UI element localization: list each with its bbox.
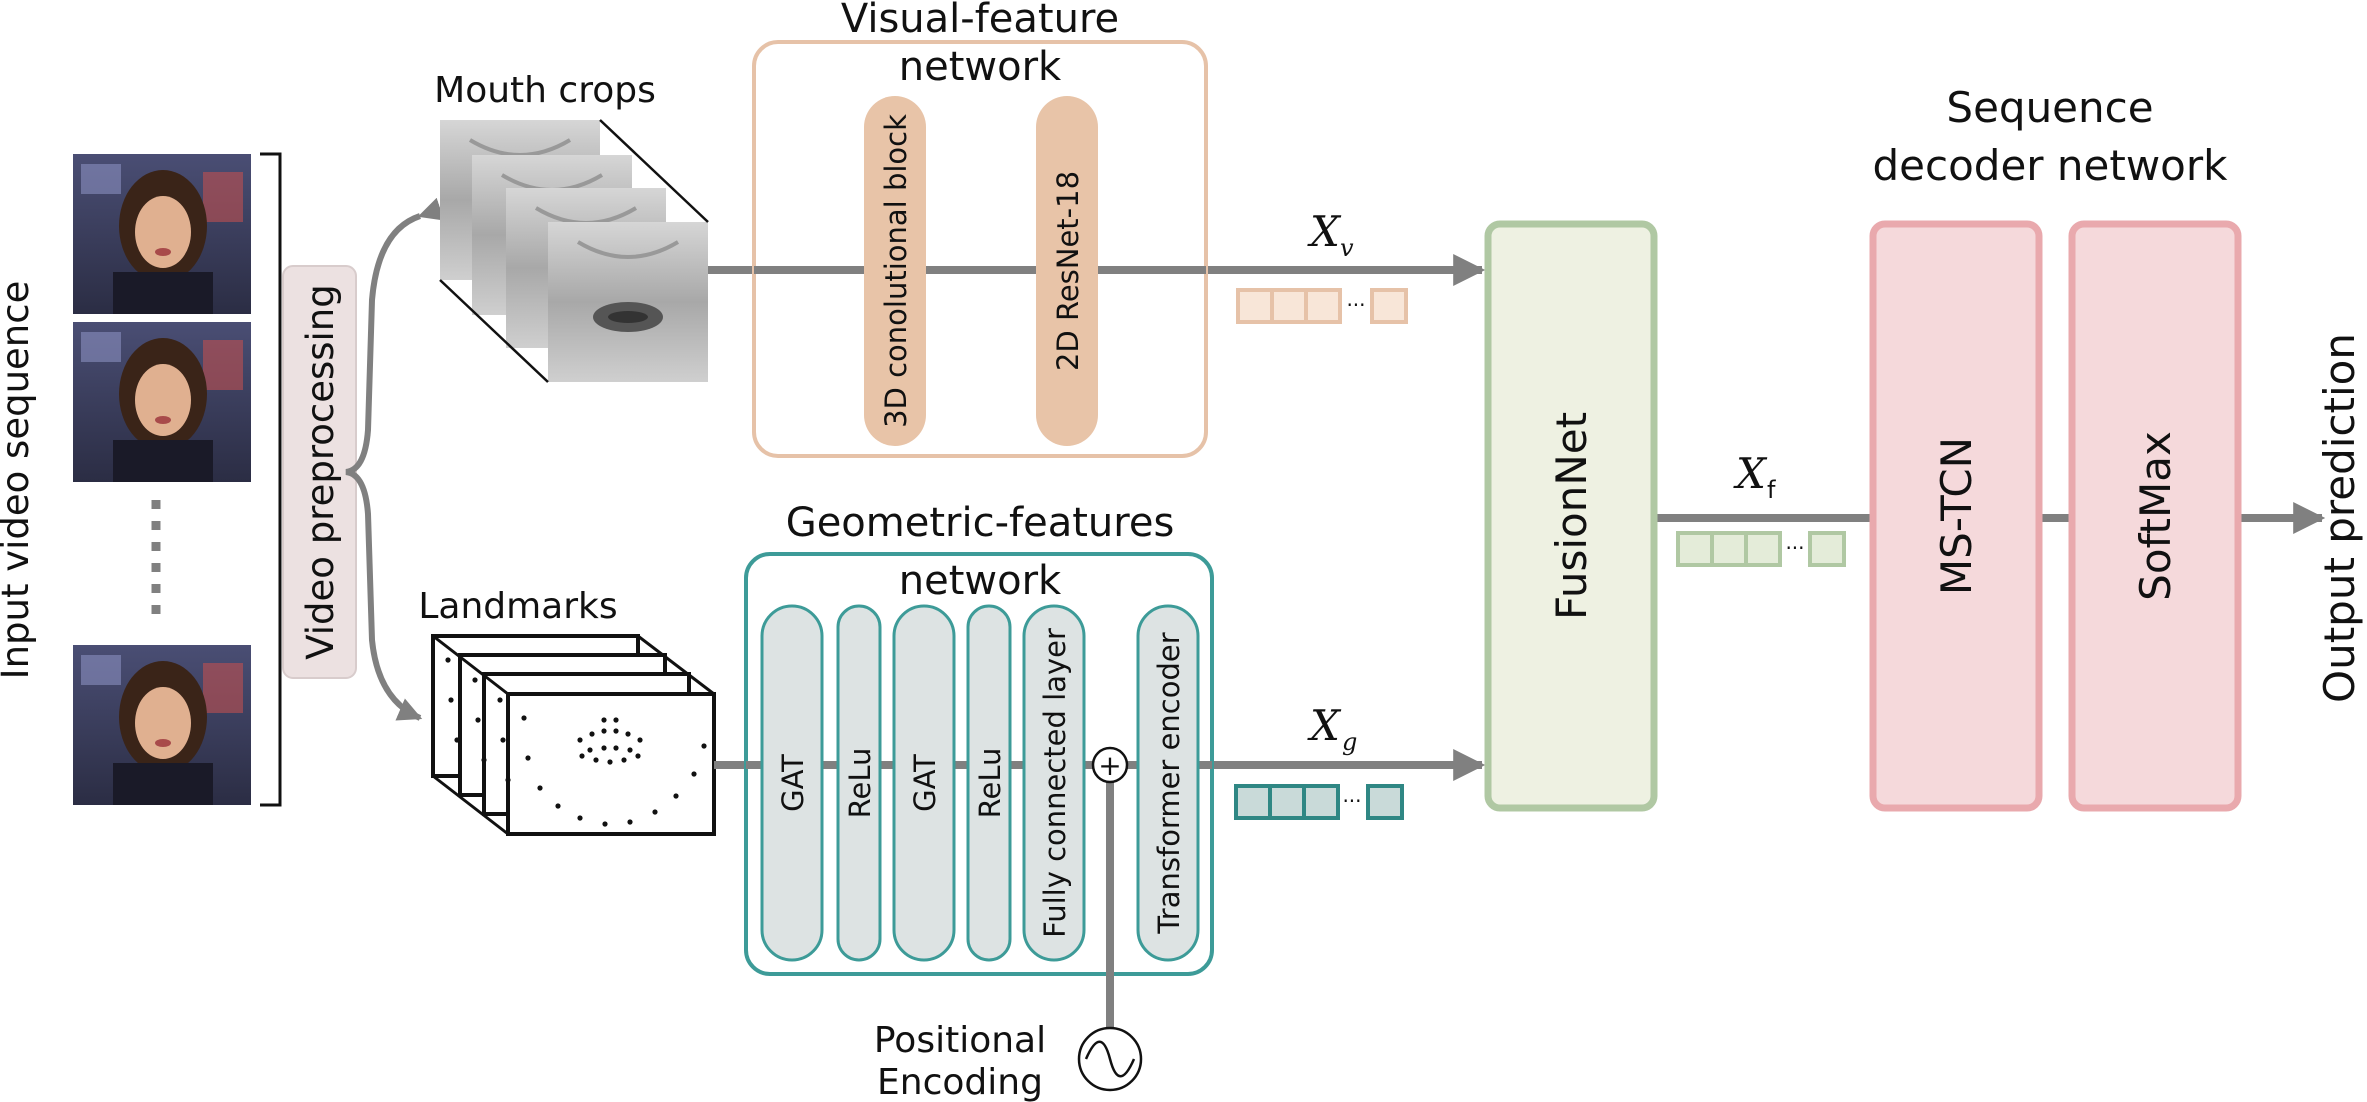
landmark-stack	[431, 634, 716, 836]
mstcn-box	[1869, 220, 2043, 812]
input-video-frame	[73, 645, 251, 805]
gat-label: GAT	[908, 754, 942, 812]
geo-layers: GAT ReLu GAT ReLu Fully connected layer …	[760, 604, 1200, 962]
svg-text:v: v	[1340, 234, 1354, 262]
visual-network-title-2: network	[899, 44, 1062, 90]
relu-block	[966, 604, 1012, 962]
visual-network-title: Visual-feature	[841, 0, 1119, 42]
xg-ellipsis: ···	[1342, 789, 1361, 813]
add-operator	[1091, 746, 1129, 784]
geometric-network-title-2: network	[899, 558, 1062, 604]
relu-label: ReLu	[973, 748, 1007, 819]
xf-feature-tokens	[1676, 531, 1846, 567]
geometric-network-title: Geometric-features	[786, 500, 1175, 546]
fusionnet-box	[1484, 220, 1658, 812]
resnet18-label: 2D ResNet-18	[1051, 171, 1085, 371]
positional-label-2: Encoding	[877, 1062, 1043, 1102]
add-operator-symbol: +	[1098, 749, 1121, 782]
input-video-frame	[73, 322, 251, 482]
decoder-title-2: decoder network	[1873, 141, 2229, 190]
gat-block	[892, 604, 956, 962]
split-brace	[345, 197, 445, 721]
positional-label-1: Positional	[874, 1020, 1046, 1061]
xv-label: X v	[1307, 207, 1354, 262]
fc-layer-block	[1022, 604, 1086, 962]
svg-text:g: g	[1342, 728, 1357, 756]
xv-feature-tokens	[1236, 288, 1408, 324]
input-video-frame	[73, 154, 251, 314]
relu-label: ReLu	[843, 748, 877, 819]
gat-label: GAT	[776, 754, 810, 812]
conv3d-label: 3D conolutional block	[879, 114, 913, 428]
input-bracket	[260, 152, 282, 807]
transformer-encoder-block	[1136, 604, 1200, 962]
xf-ellipsis: ···	[1785, 536, 1804, 560]
landmarks-label: Landmarks	[418, 586, 617, 627]
sine-wave-icon	[1077, 1026, 1143, 1092]
fc-layer-label: Fully connected layer	[1038, 628, 1072, 938]
preprocessing-box	[282, 265, 357, 679]
resnet18-block	[1036, 96, 1098, 446]
xf-label: X f	[1733, 449, 1776, 504]
transformer-encoder-label: Transformer encoder	[1152, 632, 1186, 934]
softmax-label: SoftMax	[2131, 431, 2180, 601]
relu-block	[836, 604, 882, 962]
output-label: Output prediction	[2315, 333, 2364, 703]
svg-text:f: f	[1767, 476, 1776, 504]
xg-label: X g	[1307, 701, 1357, 756]
svg-text:X: X	[1733, 449, 1768, 498]
preprocessing-label: Video preprocessing	[299, 284, 342, 659]
mouth-crop-stack	[438, 118, 710, 384]
decoder-title-1: Sequence	[1946, 83, 2153, 132]
xg-feature-tokens	[1234, 784, 1404, 820]
gat-block	[760, 604, 824, 962]
softmax-box	[2068, 220, 2242, 812]
conv3d-block	[864, 96, 926, 446]
xv-ellipsis: ···	[1346, 293, 1365, 317]
fusionnet-label: FusionNet	[1547, 412, 1596, 620]
svg-text:X: X	[1307, 207, 1342, 256]
svg-text:X: X	[1307, 701, 1342, 750]
mouth-crops-label: Mouth crops	[434, 70, 656, 111]
input-label: Input video sequence	[0, 281, 37, 680]
mstcn-label: MS-TCN	[1932, 437, 1981, 595]
